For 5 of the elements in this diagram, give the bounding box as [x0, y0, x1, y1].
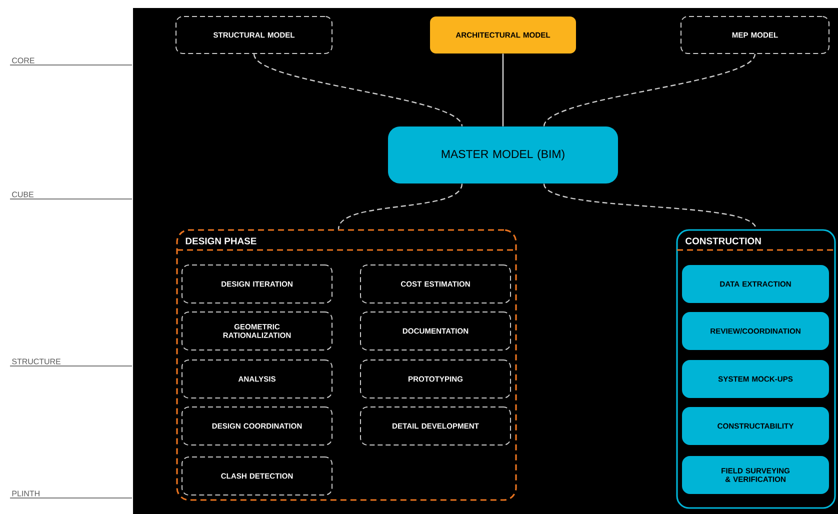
connector [253, 54, 463, 127]
master-box: MASTER MODEL (BIM) [388, 126, 618, 184]
connector [543, 54, 756, 127]
connector [502, 53, 504, 127]
connector [338, 183, 463, 230]
